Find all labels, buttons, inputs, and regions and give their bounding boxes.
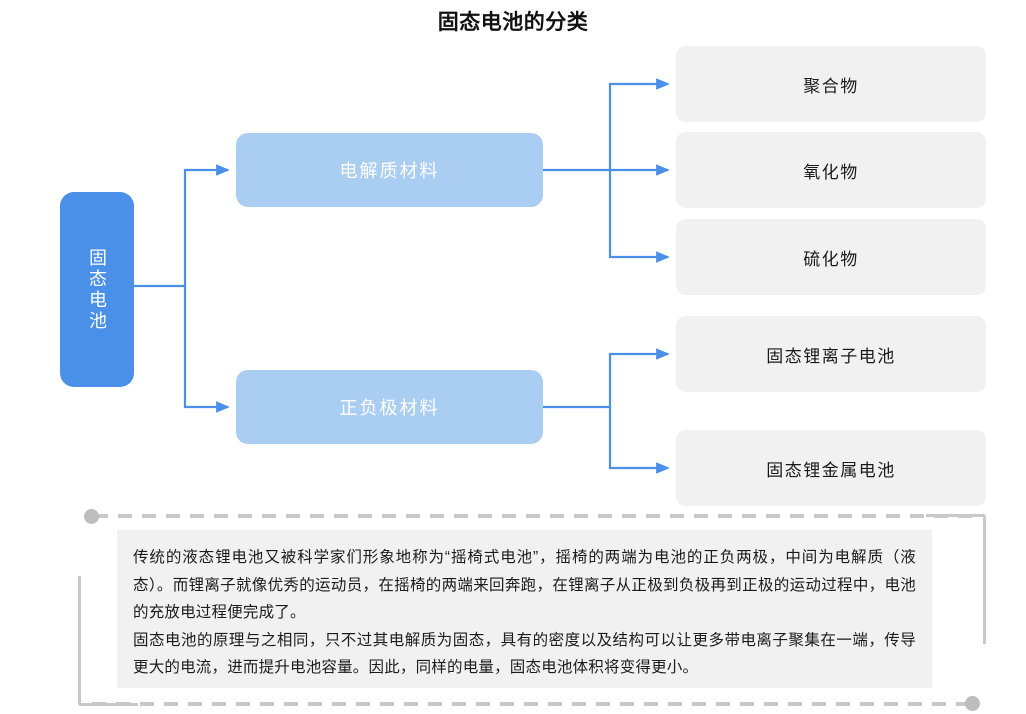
page-title: 固态电池的分类 xyxy=(437,11,589,34)
node-oxide-label: 氧化物 xyxy=(803,162,859,182)
node-solid-state-lithium-ion-battery-label: 固态锂离子电池 xyxy=(766,346,896,366)
dashed-line-top xyxy=(94,514,974,518)
edge-to-li-metal xyxy=(608,407,670,474)
node-electrolyte-material[interactable]: 电解质材料 xyxy=(236,133,543,207)
node-sulfide[interactable]: 硫化物 xyxy=(676,219,986,295)
node-root-label: 固态电池 xyxy=(87,247,108,332)
node-electrode-material-label: 正负极材料 xyxy=(339,398,440,418)
node-oxide[interactable]: 氧化物 xyxy=(676,132,986,208)
edge-root-to-electrode xyxy=(183,286,230,413)
corner-bracket-top-right xyxy=(926,514,986,644)
node-electrolyte-material-label: 电解质材料 xyxy=(339,161,440,181)
node-sulfide-label: 硫化物 xyxy=(803,249,859,269)
node-root-solid-state-battery[interactable]: 固态电池 xyxy=(60,192,134,387)
node-electrode-material[interactable]: 正负极材料 xyxy=(236,370,543,444)
node-solid-state-lithium-ion-battery[interactable]: 固态锂离子电池 xyxy=(676,316,986,392)
edge-to-sulfide xyxy=(608,170,670,263)
node-polymer-label: 聚合物 xyxy=(803,76,859,96)
note-paragraph-1: 传统的液态锂电池又被科学家们形象地称为“摇椅式电池”，摇椅的两端为电池的正负两极… xyxy=(133,549,916,622)
dot-marker-bottom-right xyxy=(965,696,980,711)
corner-bracket-bottom-left xyxy=(78,576,138,706)
edge-to-polymer xyxy=(608,78,670,170)
note-panel: 传统的液态锂电池又被科学家们形象地称为“摇椅式电池”，摇椅的两端为电池的正负两极… xyxy=(117,530,932,688)
note-paragraph-2: 固态电池的原理与之相同，只不过其电解质为固态，具有的密度以及结构可以让更多带电离… xyxy=(133,631,916,677)
node-polymer[interactable]: 聚合物 xyxy=(676,46,986,122)
dashed-line-bottom xyxy=(92,702,972,706)
note-decorative-frame xyxy=(78,509,986,711)
node-solid-state-lithium-metal-battery[interactable]: 固态锂金属电池 xyxy=(676,430,986,506)
edge-to-li-ion xyxy=(608,348,670,407)
node-solid-state-lithium-metal-battery-label: 固态锂金属电池 xyxy=(766,460,896,480)
edge-root-to-electrolyte xyxy=(183,164,230,286)
dot-marker-top-left xyxy=(84,509,99,524)
